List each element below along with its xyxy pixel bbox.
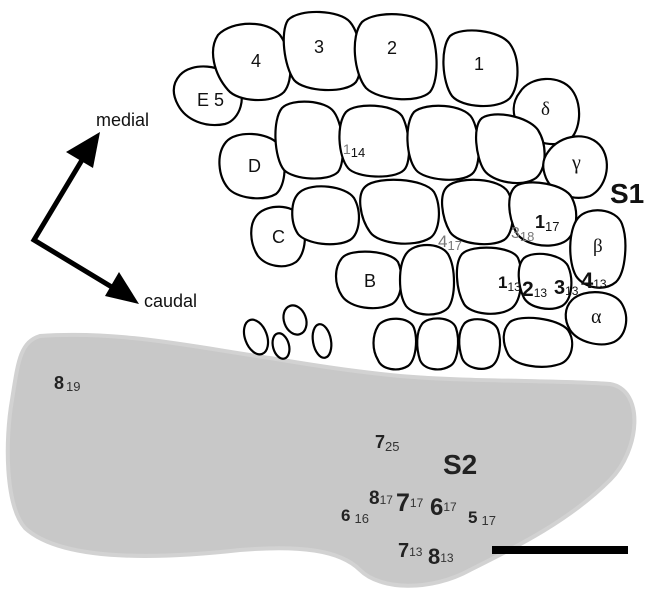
barrel-label-e5: E 5 — [197, 90, 224, 110]
area-label-s2: S2 — [443, 449, 477, 480]
direction-label-medial: medial — [96, 110, 149, 130]
barrel-d4 — [476, 114, 545, 183]
small-barrel-3 — [270, 331, 292, 360]
barrel-label-3: 3 — [314, 37, 324, 57]
barrel-a2 — [417, 318, 458, 369]
scale-bar — [492, 546, 628, 554]
small-barrel-4 — [310, 323, 334, 360]
barrel-c2 — [360, 180, 439, 244]
barrel-label-2: 2 — [387, 38, 397, 58]
barrel-label-c: C — [272, 227, 285, 247]
barrel-label-b: B — [364, 271, 376, 291]
barrel-label-alpha: α — [591, 306, 602, 328]
orientation-arrow-lines — [34, 155, 120, 292]
barrel-c1 — [292, 186, 359, 244]
barrel-label-d: D — [248, 156, 261, 176]
barrel-b1 — [400, 245, 454, 315]
orientation-arrows — [34, 132, 139, 304]
area-label-s1: S1 — [610, 178, 644, 209]
barrel-label-1: 1 — [474, 54, 484, 74]
barrel-label-4: 4 — [251, 51, 261, 71]
barrel-label-delta: δ — [541, 99, 550, 120]
barrel-label-beta: β — [593, 236, 603, 257]
barrel-label-gamma: γ — [571, 152, 581, 174]
direction-label-caudal: caudal — [144, 291, 197, 311]
barrel-c3 — [442, 180, 513, 244]
barrel-a4 — [504, 318, 572, 367]
barrel-a3 — [459, 319, 500, 369]
barrel-a1 — [374, 319, 417, 370]
barrel-d1 — [275, 102, 343, 179]
barrel-d3 — [407, 106, 478, 180]
caudal-arrowhead-icon — [105, 272, 139, 304]
small-barrel-2 — [280, 302, 311, 338]
small-barrel-1 — [240, 316, 273, 357]
